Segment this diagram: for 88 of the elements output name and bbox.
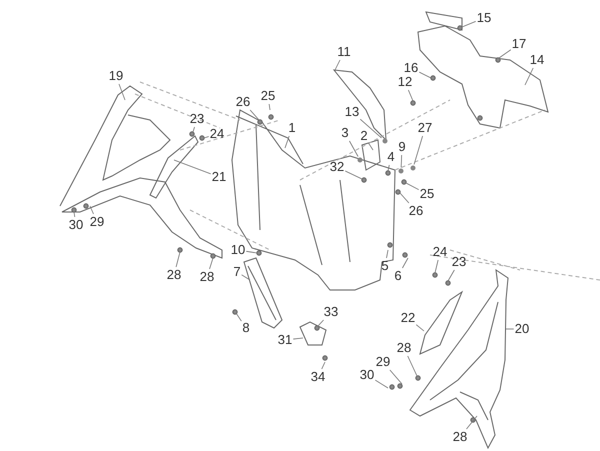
callout-number: 10 — [230, 243, 246, 257]
leader-line — [390, 370, 402, 384]
leader-line — [176, 252, 180, 268]
callout-number: 23 — [452, 255, 466, 269]
leader-line — [268, 104, 270, 110]
callout-number: 23 — [190, 112, 204, 126]
leader-line — [250, 110, 260, 120]
callout-number: 30 — [360, 368, 374, 382]
callout-number: 32 — [330, 160, 344, 174]
leader-line — [388, 164, 390, 172]
callout-number: 13 — [344, 105, 360, 119]
leader-line — [466, 416, 478, 430]
leader-line — [498, 49, 512, 58]
leader-line — [402, 258, 408, 268]
leader-line — [434, 260, 438, 274]
callout-number: 30 — [68, 218, 84, 232]
callout-number: 17 — [512, 37, 526, 51]
leader-line — [204, 136, 210, 138]
leader-line — [462, 20, 476, 28]
leader-line — [506, 328, 514, 330]
leader-line — [368, 142, 374, 150]
callout-number: 21 — [212, 170, 226, 184]
leader-line — [192, 126, 195, 132]
callout-number: 29 — [90, 215, 104, 229]
leader-line — [360, 118, 382, 138]
callout-number: 22 — [400, 311, 416, 325]
leader-line — [524, 68, 534, 86]
leader-line — [418, 72, 432, 78]
callout-number: 2 — [360, 129, 368, 143]
callout-number: 28 — [200, 270, 214, 284]
callout-number: 14 — [530, 53, 544, 67]
leader-line — [406, 182, 420, 190]
leader-line — [386, 250, 388, 258]
leader-line — [374, 380, 388, 388]
leader-line — [407, 356, 418, 376]
callout-number: 1 — [288, 121, 296, 135]
callout-number: 7 — [233, 265, 241, 279]
callout-number: 8 — [242, 321, 250, 335]
leader-line — [292, 338, 304, 340]
leader-line — [400, 154, 402, 168]
fastener-part — [410, 166, 416, 170]
callout-number: 26 — [236, 95, 250, 109]
callout-number: 33 — [324, 305, 338, 319]
callout-number: 31 — [278, 333, 292, 347]
leader-line — [349, 140, 358, 157]
callout-number: 24 — [432, 245, 448, 259]
callout-number: 25 — [420, 187, 434, 201]
callout-number: 25 — [260, 89, 276, 103]
callout-number: 9 — [398, 140, 406, 154]
callout-number: 27 — [418, 121, 432, 135]
leader-line — [74, 212, 76, 218]
leader-line — [344, 170, 362, 180]
callout-number: 26 — [408, 204, 424, 218]
callout-number: 20 — [514, 322, 530, 336]
fastener-part — [358, 158, 362, 162]
leader-line — [174, 160, 212, 174]
fastener-part — [382, 138, 388, 144]
callout-number: 5 — [381, 259, 389, 273]
callout-number: 16 — [404, 61, 418, 75]
leader-line — [334, 60, 340, 70]
leader-line — [246, 250, 258, 254]
callout-number: 29 — [376, 355, 390, 369]
callout-number: 15 — [476, 11, 492, 25]
leader-line — [448, 270, 455, 282]
callout-number: 4 — [387, 150, 395, 164]
leader-line — [209, 258, 214, 270]
callout-number: 34 — [310, 370, 326, 384]
fastener-part — [398, 168, 404, 174]
leader-line — [400, 192, 410, 204]
callout-number: 28 — [166, 268, 182, 282]
leader-line — [414, 136, 423, 165]
callout-number: 12 — [398, 75, 412, 89]
callout-number: 28 — [396, 341, 412, 355]
callout-number: 24 — [210, 127, 224, 141]
leader-line — [408, 90, 414, 102]
leader-line — [416, 324, 424, 332]
callout-number: 11 — [337, 45, 351, 59]
leader-line — [241, 274, 250, 280]
leader-line — [236, 312, 242, 322]
leader-line — [318, 320, 324, 326]
callout-number: 6 — [394, 269, 402, 283]
callout-number: 28 — [452, 430, 468, 444]
leader-line — [118, 84, 126, 100]
leader-line — [284, 136, 290, 148]
leader-line — [321, 362, 326, 370]
callout-number: 19 — [108, 69, 124, 83]
leader-line — [90, 206, 94, 214]
callout-number: 3 — [341, 126, 349, 140]
